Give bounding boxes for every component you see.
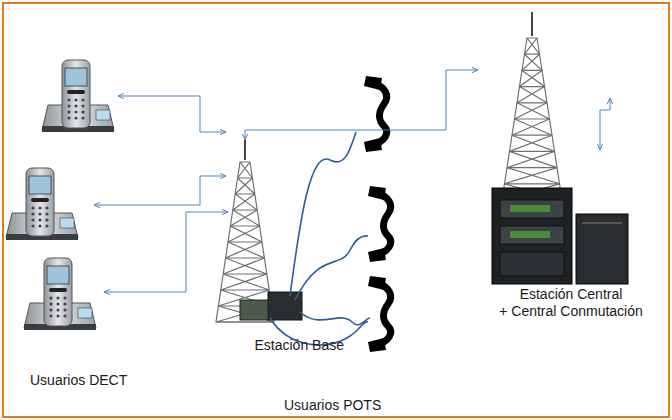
station-caption: Estación Base: [205, 337, 344, 354]
group-label: Usuarios DECT: [30, 372, 127, 389]
pots-wires: [270, 132, 370, 345]
lattice-strut: [226, 242, 265, 258]
lattice-strut: [505, 168, 560, 184]
switching-equipment: [492, 188, 628, 284]
lattice-strut: [238, 162, 253, 178]
lattice-strut: [517, 87, 547, 103]
connectors: [245, 70, 478, 140]
central-station: Estación Central+ Central Conmutación: [478, 14, 664, 320]
lattice-strut: [515, 103, 550, 119]
lattice-strut: [522, 54, 542, 70]
lattice-strut: [235, 178, 255, 194]
lattice-strut: [230, 210, 259, 226]
group-label: Usuarios POTS: [284, 397, 381, 414]
lattice-strut: [228, 226, 262, 242]
lattice-strut: [520, 70, 545, 86]
lattice-strut: [221, 274, 269, 290]
lattice-strut: [510, 135, 555, 151]
caption-block: Estación Central+ Central Conmutación: [478, 286, 664, 320]
radio-links: [94, 96, 610, 292]
lattice-strut: [233, 194, 257, 210]
lattice-strut: [512, 119, 552, 135]
base-station: Estación Base: [205, 140, 344, 354]
lattice-strut: [507, 151, 557, 167]
lattice-strut: [223, 258, 267, 274]
station-caption: Estación Central: [478, 286, 664, 303]
base-tower: [216, 140, 274, 322]
station-caption: + Central Conmutación: [478, 303, 664, 320]
base-shelter: [240, 300, 268, 320]
link-arrow: [245, 70, 478, 140]
frame: [3, 3, 669, 417]
lattice-strut: [525, 38, 540, 54]
central-tower: [502, 12, 562, 200]
caption-block: Estación Base: [205, 337, 344, 354]
